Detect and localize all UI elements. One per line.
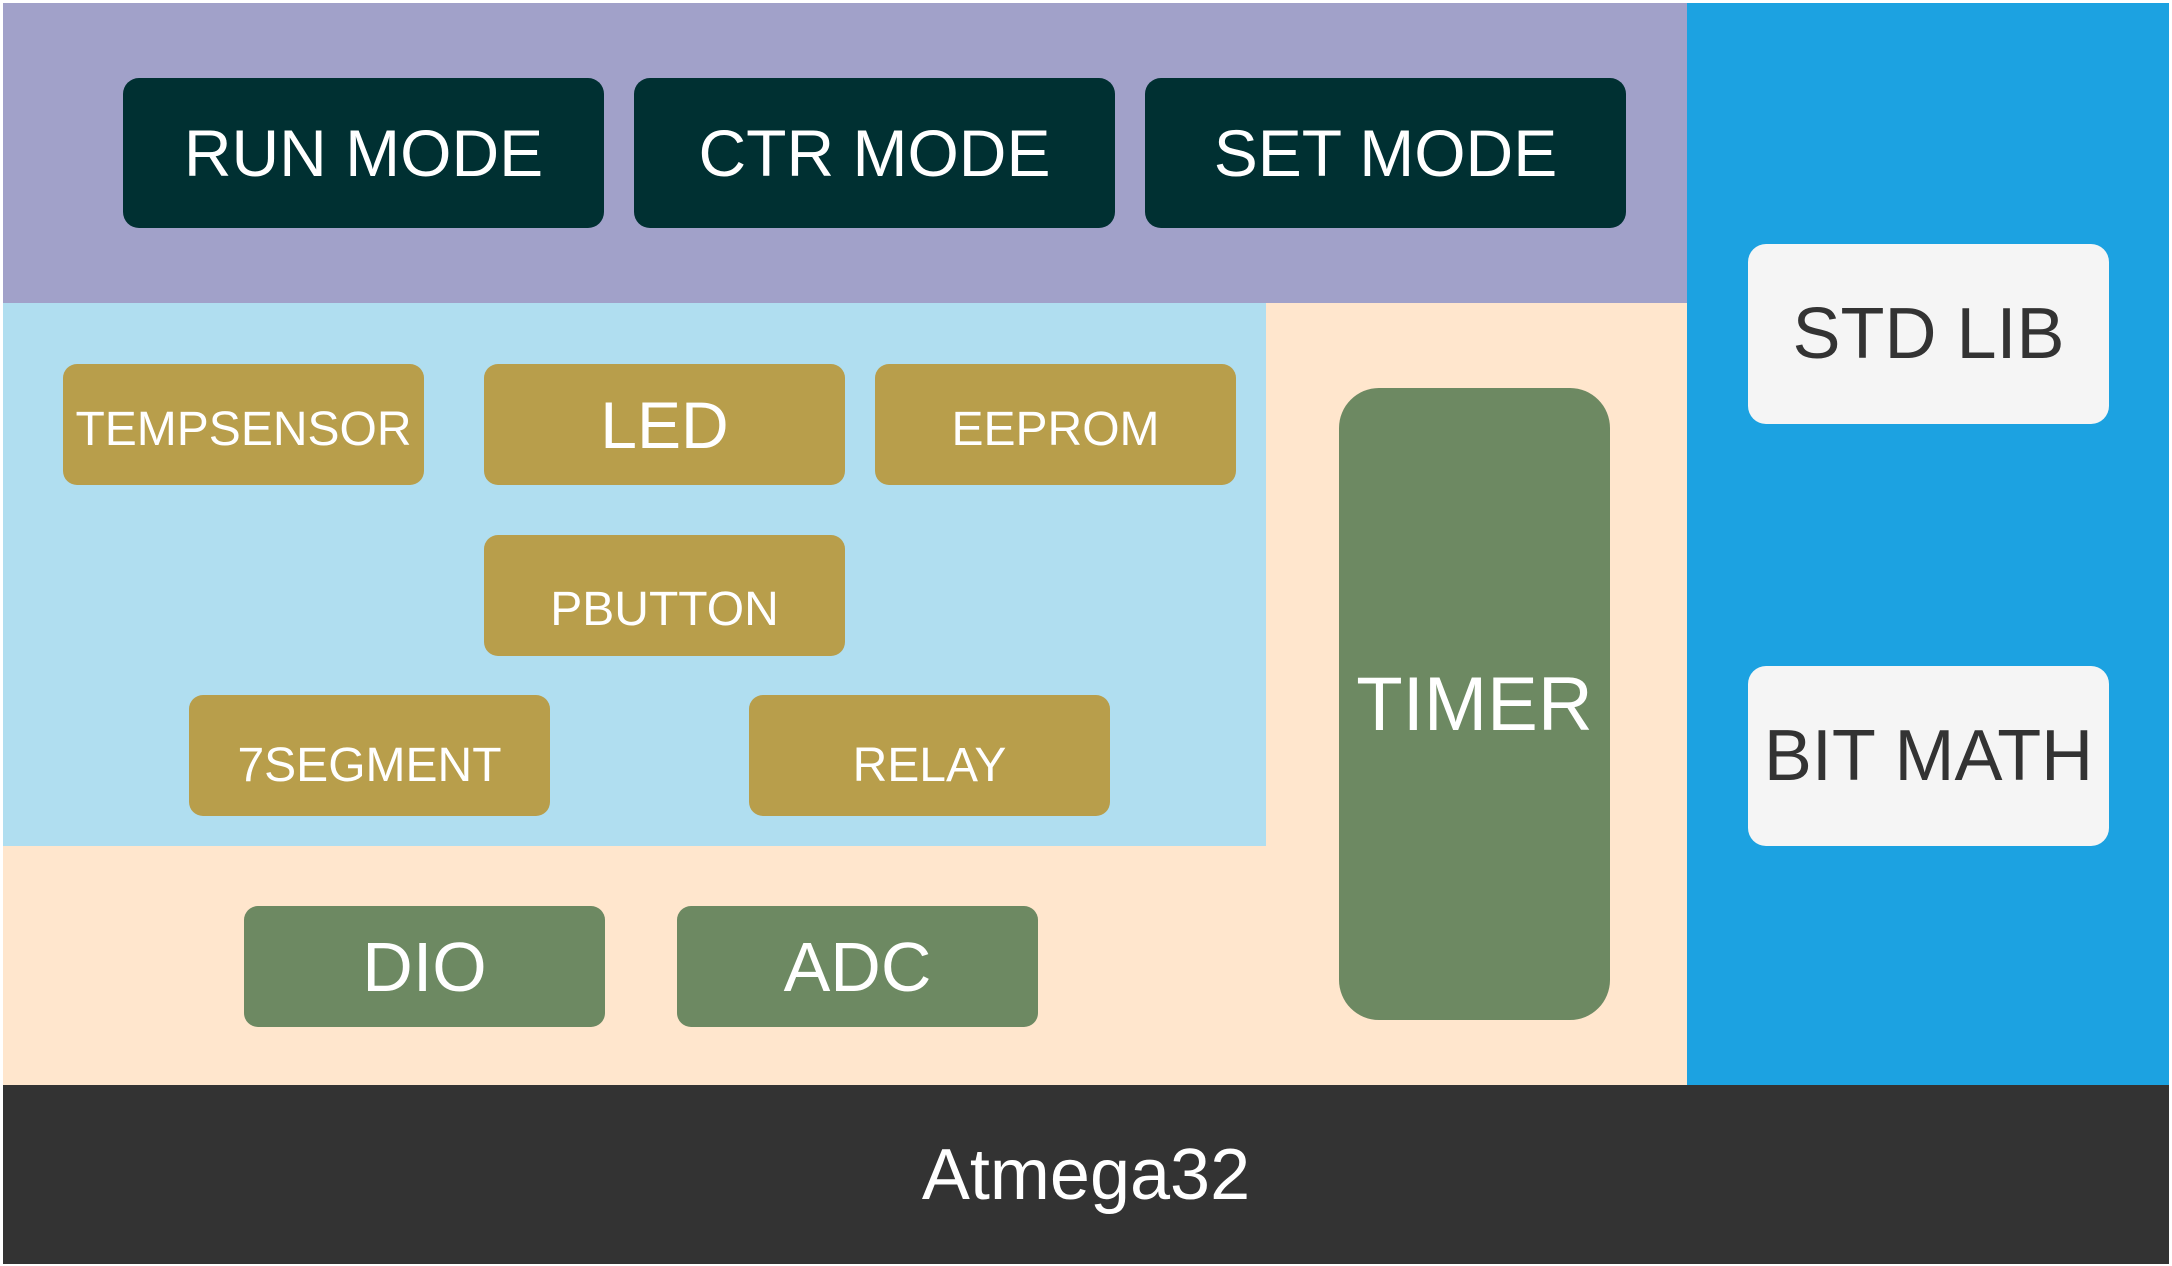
dio-label: DIO [362,927,487,1006]
run-mode-block: RUN MODE [123,78,604,228]
relay-label: RELAY [852,739,1007,792]
7segment-block: 7SEGMENT [189,695,550,816]
set-mode-block: SET MODE [1145,78,1626,228]
std-lib-block: STD LIB [1748,244,2109,424]
bit-math-block: BIT MATH [1748,666,2109,846]
eeprom-label: EEPROM [951,403,1160,456]
pbutton-block: PBUTTON [484,535,845,656]
led-label: LED [600,387,729,462]
7segment-label: 7SEGMENT [237,739,502,792]
bit-math-label: BIT MATH [1763,716,2094,796]
adc-label: ADC [783,927,932,1006]
std-lib-label: STD LIB [1792,294,2065,374]
run-mode-label: RUN MODE [183,116,544,190]
library-layer [1687,3,2169,1085]
adc-block: ADC [677,906,1038,1027]
timer-label: TIMER [1356,661,1593,747]
mcu-label: Atmega32 [921,1134,1251,1215]
led-block: LED [484,364,845,485]
eeprom-block: EEPROM [875,364,1236,485]
relay-block: RELAY [749,695,1110,816]
set-mode-label: SET MODE [1213,116,1558,190]
ctr-mode-label: CTR MODE [698,116,1051,190]
hardware-label-area: Atmega32 [3,1085,2169,1264]
tempsensor-block: TEMPSENSOR [63,364,424,485]
pbutton-label: PBUTTON [550,583,779,636]
hardware-layer [3,1085,2169,1264]
dio-block: DIO [244,906,605,1027]
ctr-mode-block: CTR MODE [634,78,1115,228]
timer-block: TIMER [1339,388,1610,1020]
tempsensor-label: TEMPSENSOR [75,403,412,456]
